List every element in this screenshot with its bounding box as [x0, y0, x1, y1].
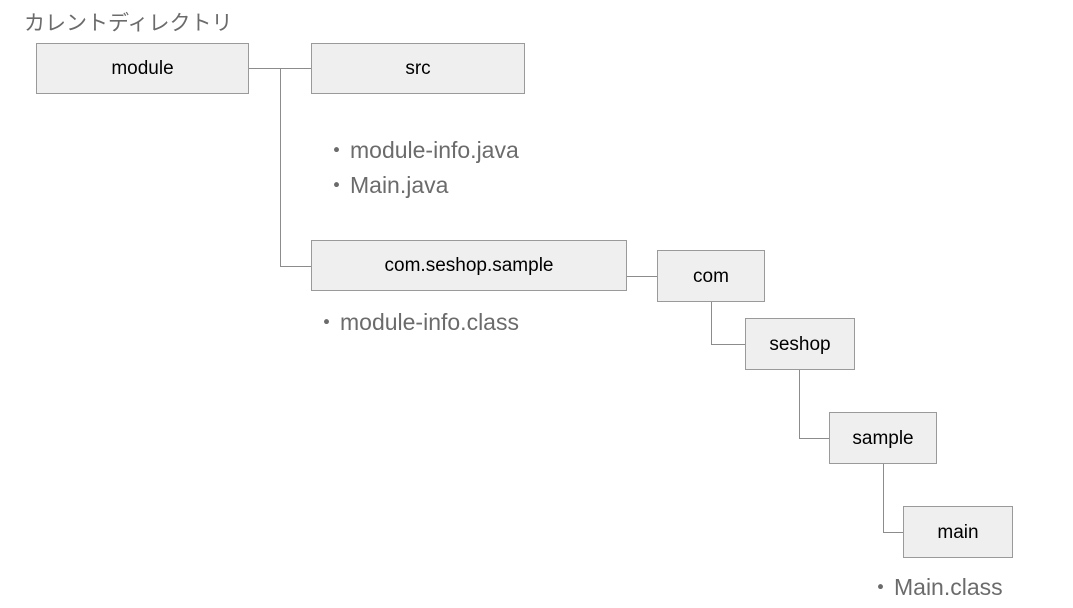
node-com[interactable]: com — [657, 250, 765, 302]
connector-trunk-to-package — [280, 266, 311, 267]
connector-package-to-com — [627, 276, 657, 277]
connector-seshop-to-sample-horizontal — [799, 438, 829, 439]
file-name: module-info.class — [340, 309, 519, 335]
node-package-label: com.seshop.sample — [384, 255, 554, 276]
node-src[interactable]: src — [311, 43, 525, 94]
file-list-item: ・Main.java — [325, 168, 519, 203]
node-seshop-label: seshop — [769, 333, 831, 355]
node-seshop[interactable]: seshop — [745, 318, 855, 370]
connector-trunk-to-src — [280, 68, 311, 69]
current-directory-caption: カレントディレクトリ — [24, 12, 233, 35]
bullet-icon: ・ — [325, 137, 348, 163]
connector-com-to-seshop-vertical — [711, 302, 712, 344]
file-name: Main.java — [350, 172, 449, 198]
file-list-item: ・module-info.class — [315, 305, 519, 340]
node-sample[interactable]: sample — [829, 412, 937, 464]
node-main[interactable]: main — [903, 506, 1013, 558]
connector-sample-to-main-horizontal — [883, 532, 903, 533]
package-file-list: ・module-info.class — [315, 305, 519, 340]
main-file-list: ・Main.class — [869, 570, 1003, 605]
connector-seshop-to-sample-vertical — [799, 370, 800, 438]
node-com-label: com — [693, 265, 729, 287]
connector-sample-to-main-vertical — [883, 464, 884, 532]
file-name: Main.class — [894, 574, 1003, 600]
connector-module-to-trunk — [249, 68, 281, 69]
node-module-label: module — [111, 58, 174, 79]
node-package-com-seshop-sample[interactable]: com.seshop.sample — [311, 240, 627, 291]
file-list-item: ・module-info.java — [325, 133, 519, 168]
file-name: module-info.java — [350, 137, 519, 163]
node-module[interactable]: module — [36, 43, 249, 94]
file-list-item: ・Main.class — [869, 570, 1003, 605]
bullet-icon: ・ — [325, 172, 348, 198]
bullet-icon: ・ — [869, 574, 892, 600]
connector-com-to-seshop-horizontal — [711, 344, 745, 345]
node-main-label: main — [937, 521, 979, 543]
src-file-list: ・module-info.java ・Main.java — [325, 133, 519, 203]
bullet-icon: ・ — [315, 309, 338, 335]
node-sample-label: sample — [852, 427, 914, 449]
node-src-label: src — [405, 58, 431, 79]
connector-trunk-vertical — [280, 68, 281, 267]
